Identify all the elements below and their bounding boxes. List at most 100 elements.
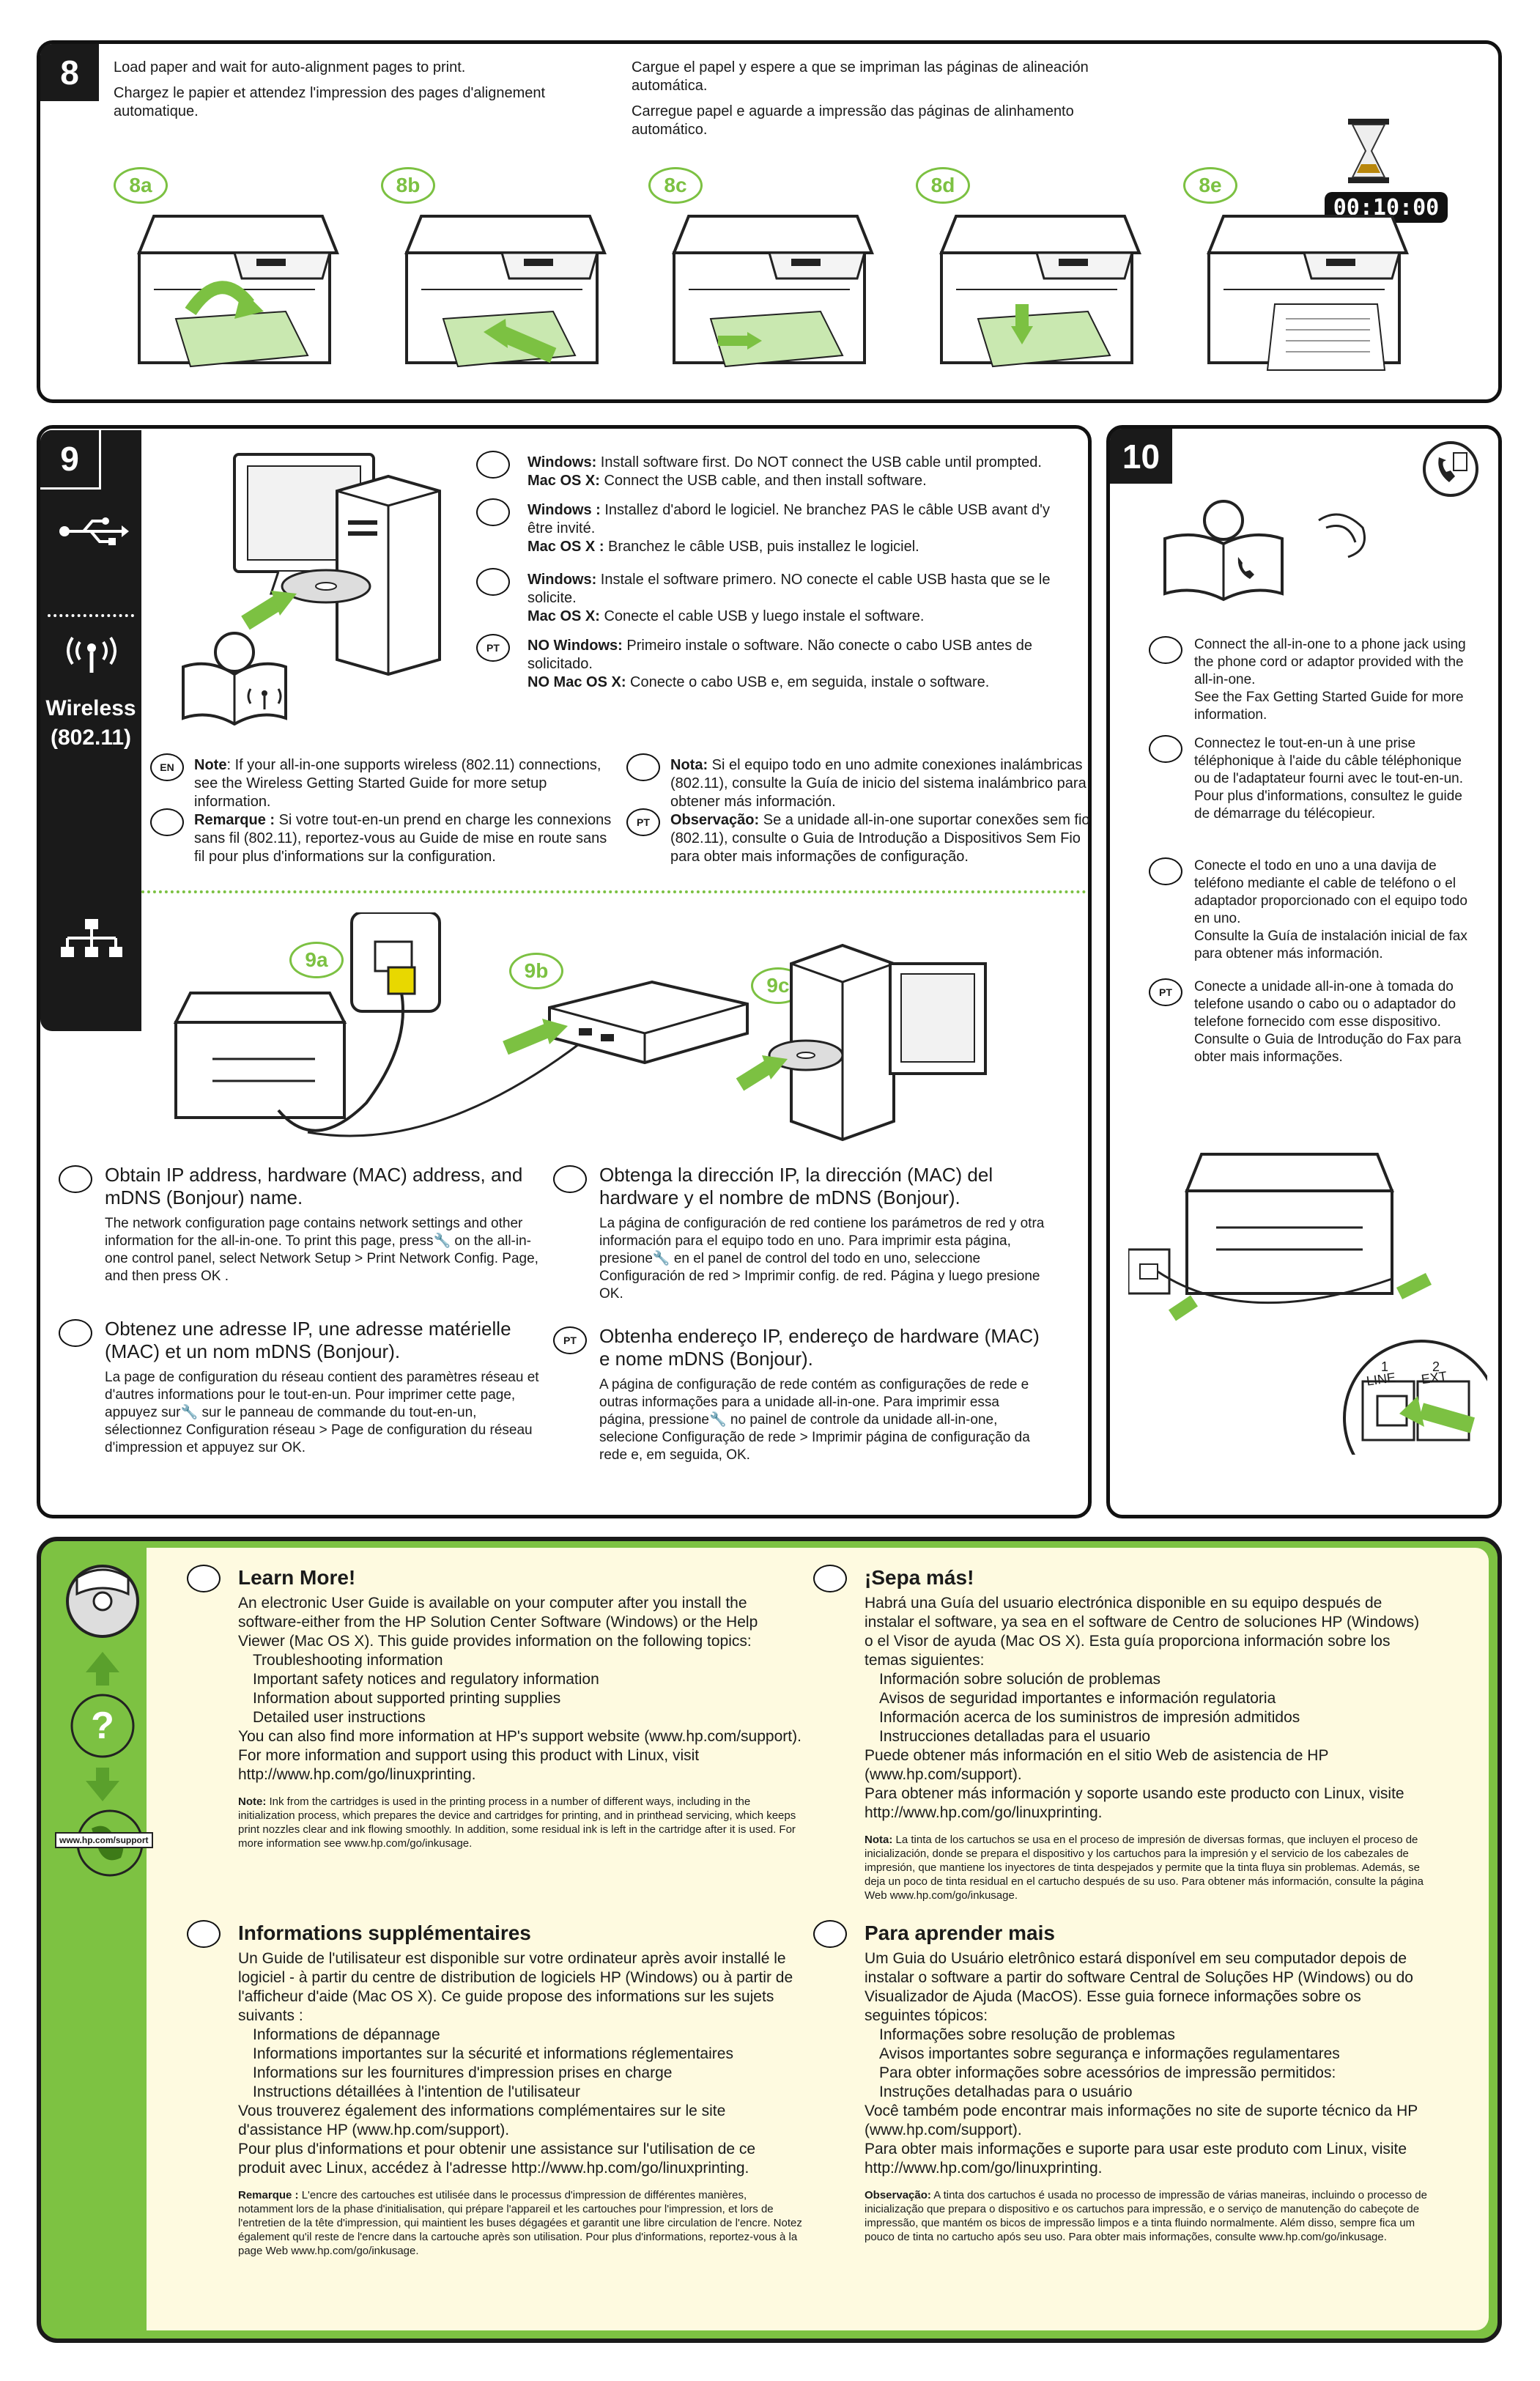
learn-topic: Informations importantes sur la sécurité… <box>253 2045 733 2062</box>
panel-badge: 8b <box>381 167 435 204</box>
support-url-label[interactable]: www.hp.com/support <box>55 1832 153 1848</box>
learn-section-title: Para aprender mais <box>865 1922 1055 1944</box>
printer-illustration <box>645 202 890 388</box>
note-text: Si el equipo todo en uno admite conexion… <box>670 757 1086 810</box>
note-label: Note <box>194 757 227 773</box>
port-2-number: 2 <box>1432 1359 1440 1374</box>
learn-line: Puede obtener más información en el siti… <box>865 1747 1329 1783</box>
network-badge: 9b <box>509 953 563 989</box>
os-label: Mac OS X: <box>527 608 600 624</box>
printer-illustration <box>110 202 355 388</box>
printer-illustration <box>912 202 1158 388</box>
note-text: Ink from the cartridges is used in the p… <box>238 1795 796 1850</box>
learn-section-title: Learn More! <box>238 1566 356 1589</box>
language-circle <box>59 1165 92 1193</box>
language-circle <box>626 753 660 781</box>
hourglass-icon <box>1348 119 1389 183</box>
learn-topic: Instructions détaillées à l'intention de… <box>253 2083 580 2100</box>
fax-instruction: Conecte a unidade all-in-one à tomada do… <box>1194 979 1462 1065</box>
learn-topic: Información acerca de los suministros de… <box>879 1709 1300 1726</box>
panel-badge: 8a <box>114 167 168 204</box>
language-circle <box>59 1319 92 1347</box>
learn-section-body: Habrá una Guía del usuario electrónica d… <box>865 1594 1429 1902</box>
note-text: Se a unidade all-in-one suportar conexõe… <box>670 812 1090 865</box>
os-label: NO Mac OS X: <box>527 674 626 690</box>
usb-instruction: Windows : Installez d'abord le logiciel.… <box>527 501 1055 556</box>
note-label: Observação: <box>865 2189 931 2201</box>
os-text: Conecte el cable USB y luego instale el … <box>599 608 925 624</box>
language-circle <box>476 451 510 479</box>
os-label: Windows : <box>527 502 601 518</box>
usb-instruction: Windows: Instale el software primero. NO… <box>527 571 1055 626</box>
learn-note: Remarque : L'encre des cartouches est ut… <box>238 2188 802 2258</box>
network-body: La página de configuración de red contie… <box>599 1216 1045 1302</box>
fax-instruction: Connect the all-in-one to a phone jack u… <box>1194 637 1466 723</box>
note-label: Remarque : <box>238 2189 299 2201</box>
usb-icon <box>59 517 129 545</box>
language-circle <box>476 568 510 596</box>
os-text: Instale el software primero. NO conecte … <box>527 572 1051 606</box>
arrow-down-icon <box>86 1768 119 1801</box>
network-title: Obtain IP address, hardware (MAC) addres… <box>105 1164 523 1208</box>
wireless-sub: (802.11) <box>50 726 132 750</box>
language-circle <box>813 1920 847 1948</box>
learn-line: Para obter mais informações e suporte pa… <box>865 2141 1407 2177</box>
learn-section-title: ¡Sepa más! <box>865 1566 974 1589</box>
learn-topic: Troubleshooting information <box>253 1652 443 1669</box>
fax-connection-illustration <box>1128 1153 1487 1455</box>
learn-section-body: Un Guide de l'utilisateur est disponible… <box>238 1949 802 2258</box>
learn-topic: Para obter informações sobre acessórios … <box>879 2064 1336 2081</box>
phone-icon <box>1423 441 1478 497</box>
language-circle: PT <box>553 1326 587 1354</box>
panel-badge: 8d <box>916 167 970 204</box>
wireless-icon <box>67 636 116 673</box>
learn-topic: Avisos de seguridad importantes e inform… <box>879 1690 1276 1707</box>
network-icon <box>61 919 122 957</box>
learn-topic: Informations sur les fournitures d'impre… <box>253 2064 673 2081</box>
network-illustration <box>173 912 987 1142</box>
network-body: A página de configuração de rede contém … <box>599 1377 1030 1463</box>
network-body: La page de configuration du réseau conti… <box>105 1370 539 1455</box>
learn-line: Habrá una Guía del usuario electrónica d… <box>865 1595 1420 1669</box>
printer-illustration <box>1180 202 1425 388</box>
os-label: Mac OS X : <box>527 539 604 555</box>
network-badge: 9a <box>289 942 344 978</box>
network-body: The network configuration page contains … <box>105 1216 538 1284</box>
note-text: L'encre des cartouches est utilisée dans… <box>238 2189 802 2257</box>
network-title: Obtenha endereço IP, endereço de hardwar… <box>599 1325 1040 1370</box>
learn-section-body: Um Guia do Usuário eletrônico estará dis… <box>865 1949 1429 2244</box>
wireless-guide-illustration <box>182 632 287 726</box>
os-text: Branchez le câble USB, puis installez le… <box>604 539 919 555</box>
learn-line: You can also find more information at HP… <box>238 1728 802 1745</box>
note-text: La tinta de los cartuchos se usa en el p… <box>865 1834 1424 1902</box>
note-label: Nota: <box>865 1834 893 1846</box>
port-1-number: 1 <box>1381 1359 1389 1374</box>
wireless-note: Remarque : Si votre tout-en-un prend en … <box>194 811 619 866</box>
language-circle <box>476 498 510 526</box>
learn-topic: Instrucciones detalladas para el usuario <box>879 1728 1151 1745</box>
cd-icon <box>66 1565 139 1638</box>
step10-number: 10 <box>1110 429 1172 484</box>
language-circle <box>1149 735 1182 763</box>
question-icon: ? <box>70 1694 135 1758</box>
os-text: Installez d'abord le logiciel. Ne branch… <box>527 502 1050 536</box>
wireless-label: Wireless <box>45 696 136 720</box>
learn-topic: Informações sobre resolução de problemas <box>879 2026 1175 2043</box>
panel-badge: 8e <box>1183 167 1237 204</box>
panel-badge: 8c <box>648 167 703 204</box>
step10-box <box>1106 425 1502 1518</box>
learn-topic: Informations de dépannage <box>253 2026 440 2043</box>
language-circle <box>187 1920 221 1948</box>
note-text: A tinta dos cartuchos é usada no process… <box>865 2189 1427 2243</box>
printer-illustration <box>377 202 623 388</box>
learn-note: Nota: La tinta de los cartuchos se usa e… <box>865 1833 1429 1902</box>
learn-topic: Información sobre solución de problemas <box>879 1671 1161 1688</box>
os-label: Windows: <box>527 572 597 588</box>
note-label: Nota: <box>670 757 708 773</box>
note-label: Remarque : <box>194 812 275 828</box>
learn-line: Pour plus d'informations et pour obtenir… <box>238 2141 756 2177</box>
os-label: Windows: <box>527 454 597 470</box>
usb-illustration <box>233 453 441 676</box>
wireless-note: Observação: Se a unidade all-in-one supo… <box>670 811 1095 866</box>
fax-instruction: Connectez le tout-en-un à une prise télé… <box>1194 736 1463 822</box>
